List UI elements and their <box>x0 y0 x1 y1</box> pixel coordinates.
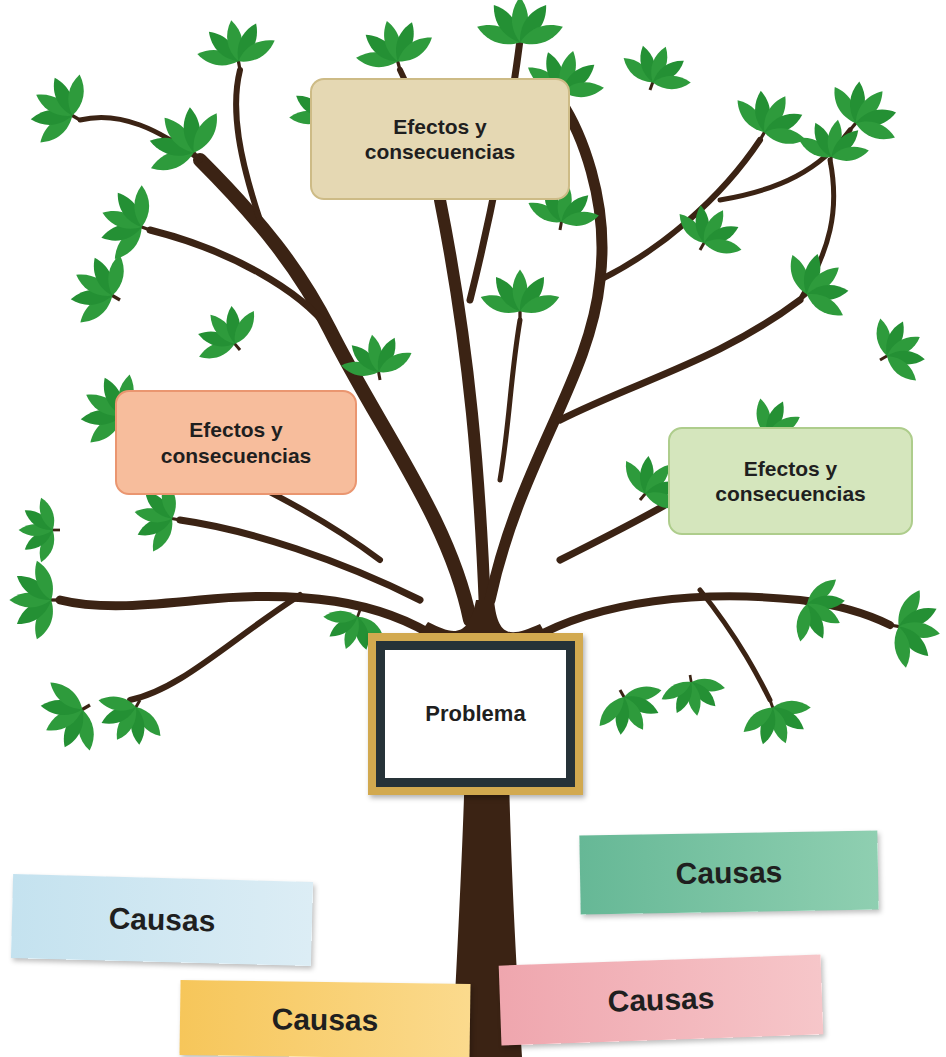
tree-part <box>88 173 164 269</box>
tree-branches <box>60 40 890 700</box>
problem-frame: Problema <box>368 633 583 795</box>
tree-part <box>150 230 330 330</box>
node-label: Efectos y consecuencias <box>141 417 331 467</box>
tree-part <box>667 191 756 269</box>
tree-part <box>190 13 281 77</box>
tree-part <box>500 320 520 480</box>
node-label: Problema <box>425 701 525 727</box>
node-label: Causas <box>108 901 216 940</box>
node-label: Causas <box>271 1001 378 1038</box>
tree-part <box>236 70 260 220</box>
tree-part <box>347 10 441 81</box>
tree-part <box>474 0 565 52</box>
tree-part <box>560 300 800 420</box>
cause-strip: Causas <box>579 830 878 914</box>
tree-part <box>55 238 141 336</box>
node-label: Causas <box>675 854 782 892</box>
tree-part <box>861 304 939 393</box>
tree-part <box>130 88 235 189</box>
cause-strip: Causas <box>499 954 824 1045</box>
tree-part <box>84 681 173 759</box>
tree-part <box>9 558 60 642</box>
cause-strip: Causas <box>179 980 470 1057</box>
effect-box: Efectos y consecuencias <box>668 427 913 535</box>
tree-part <box>587 671 676 749</box>
tree-part <box>773 235 866 332</box>
tree-part <box>478 269 562 320</box>
tree-part <box>734 687 821 756</box>
node-label: Causas <box>607 980 715 1020</box>
tree-part <box>614 34 701 103</box>
effect-box: Efectos y consecuencias <box>310 78 570 200</box>
node-label: Efectos y consecuencias <box>696 456 886 506</box>
effect-box: Efectos y consecuencias <box>115 390 357 495</box>
tree-part <box>883 584 946 675</box>
tree-part <box>130 595 300 700</box>
tree-part <box>25 669 111 767</box>
tree-part <box>335 328 418 387</box>
node-label: Efectos y consecuencias <box>345 114 535 164</box>
tree-part <box>600 140 760 280</box>
tree-part <box>781 567 859 656</box>
cause-strip: Causas <box>11 874 313 966</box>
tree-part <box>180 520 420 600</box>
tree-part <box>793 113 876 172</box>
tree-part <box>15 58 101 156</box>
tree-part <box>656 669 731 722</box>
tree-part <box>181 290 269 374</box>
tree-part <box>19 496 60 564</box>
